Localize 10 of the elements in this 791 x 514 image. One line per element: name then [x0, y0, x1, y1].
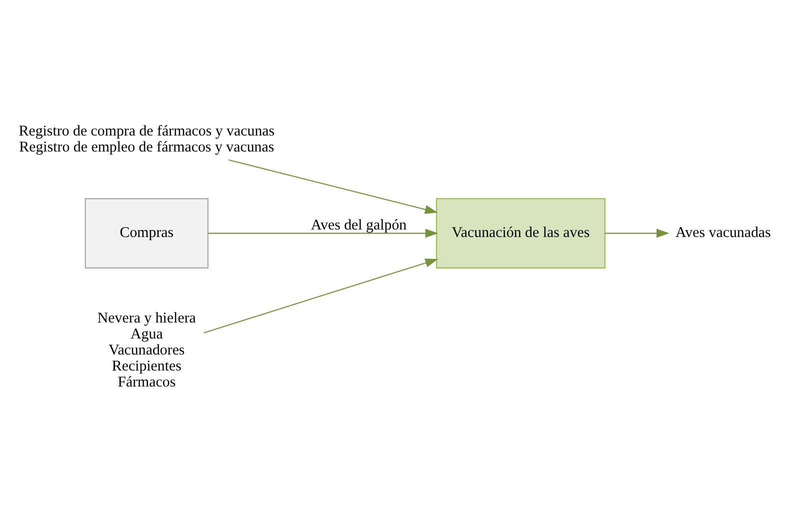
node-text: Aves vacunadas	[676, 225, 771, 242]
node-text: Registro de compra de fármacos y vacunas Registro de empleo de fármacos y vacunas	[18, 123, 275, 156]
node-box: Vacunación de las aves	[436, 198, 606, 268]
node-box: Compras	[84, 198, 208, 268]
node-text: Nevera y hielera Agua Vacunadores Recipientes Fármacos	[97, 310, 196, 390]
arrow	[605, 228, 670, 238]
edge-label: Aves del galpón	[310, 217, 407, 234]
arrow	[208, 228, 438, 238]
arrow	[204, 258, 438, 334]
arrow	[228, 159, 438, 214]
